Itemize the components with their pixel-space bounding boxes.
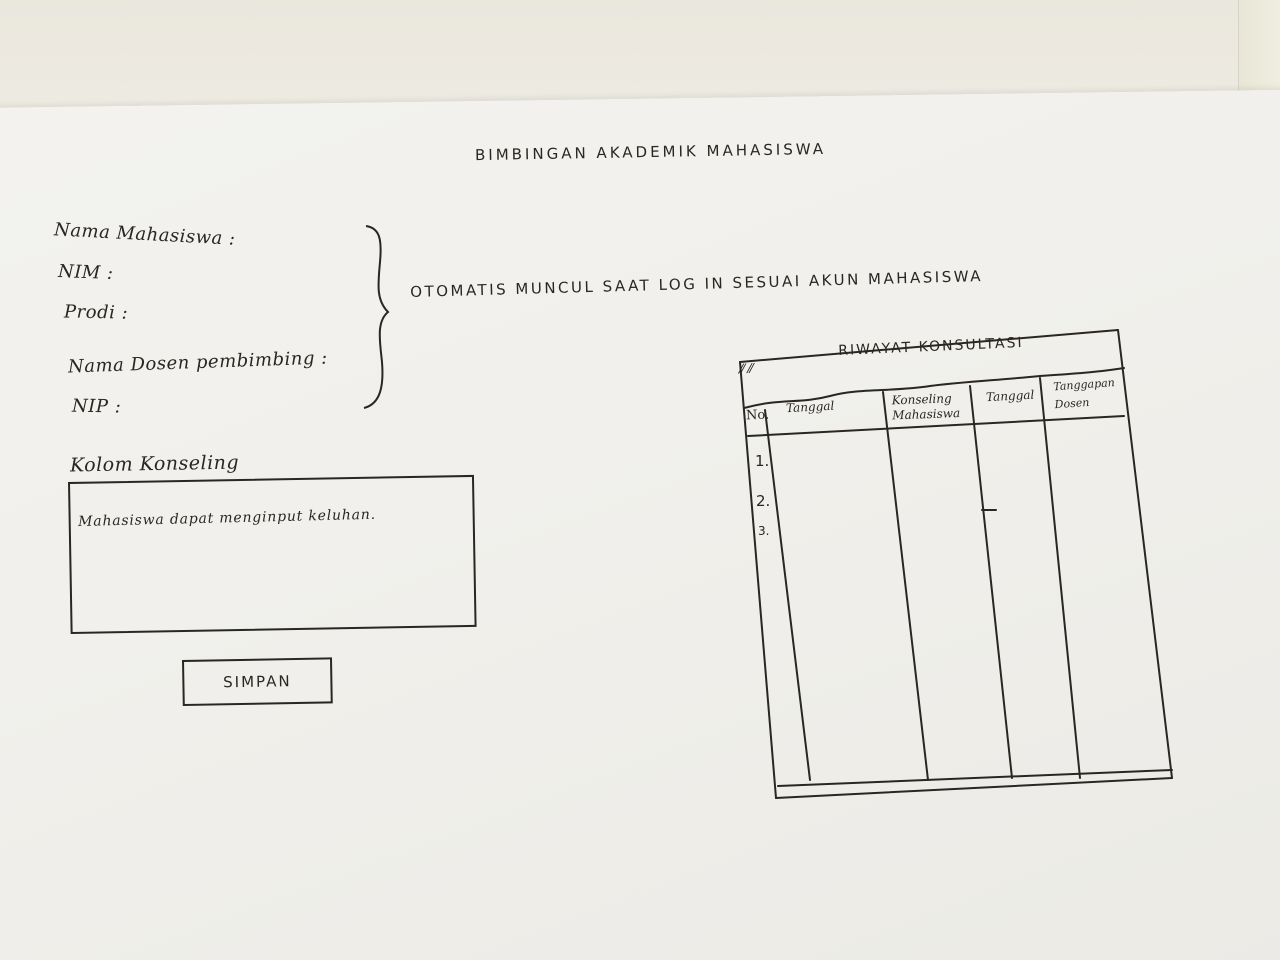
field-label-nip: NIP : xyxy=(71,395,122,418)
field-label-nim: NIM : xyxy=(57,261,114,284)
counseling-input[interactable] xyxy=(68,474,477,634)
table-header-tanggal: Tanggal xyxy=(785,398,835,416)
curly-brace-icon xyxy=(363,225,390,409)
table-header-no: No. xyxy=(745,407,770,424)
table-row-number: 3. xyxy=(758,524,770,538)
table-header-konseling-mahasiswa: Konseling Mahasiswa xyxy=(891,391,961,423)
crossed-out-text: ⁄⁄ ⁄⁄ xyxy=(739,361,754,378)
table-row-number: 2. xyxy=(756,492,771,510)
table-row-number: 1. xyxy=(755,452,770,470)
table-header-tanggapan-dosen: Tanggapan Dosen xyxy=(1052,376,1116,412)
counseling-label: Kolom Konseling xyxy=(69,451,240,477)
history-table-grid xyxy=(739,329,1173,799)
table-header-tanggal-2: Tanggal xyxy=(985,387,1035,405)
save-button[interactable]: SIMPAN xyxy=(182,657,333,706)
field-label-prodi: Prodi : xyxy=(63,301,129,324)
